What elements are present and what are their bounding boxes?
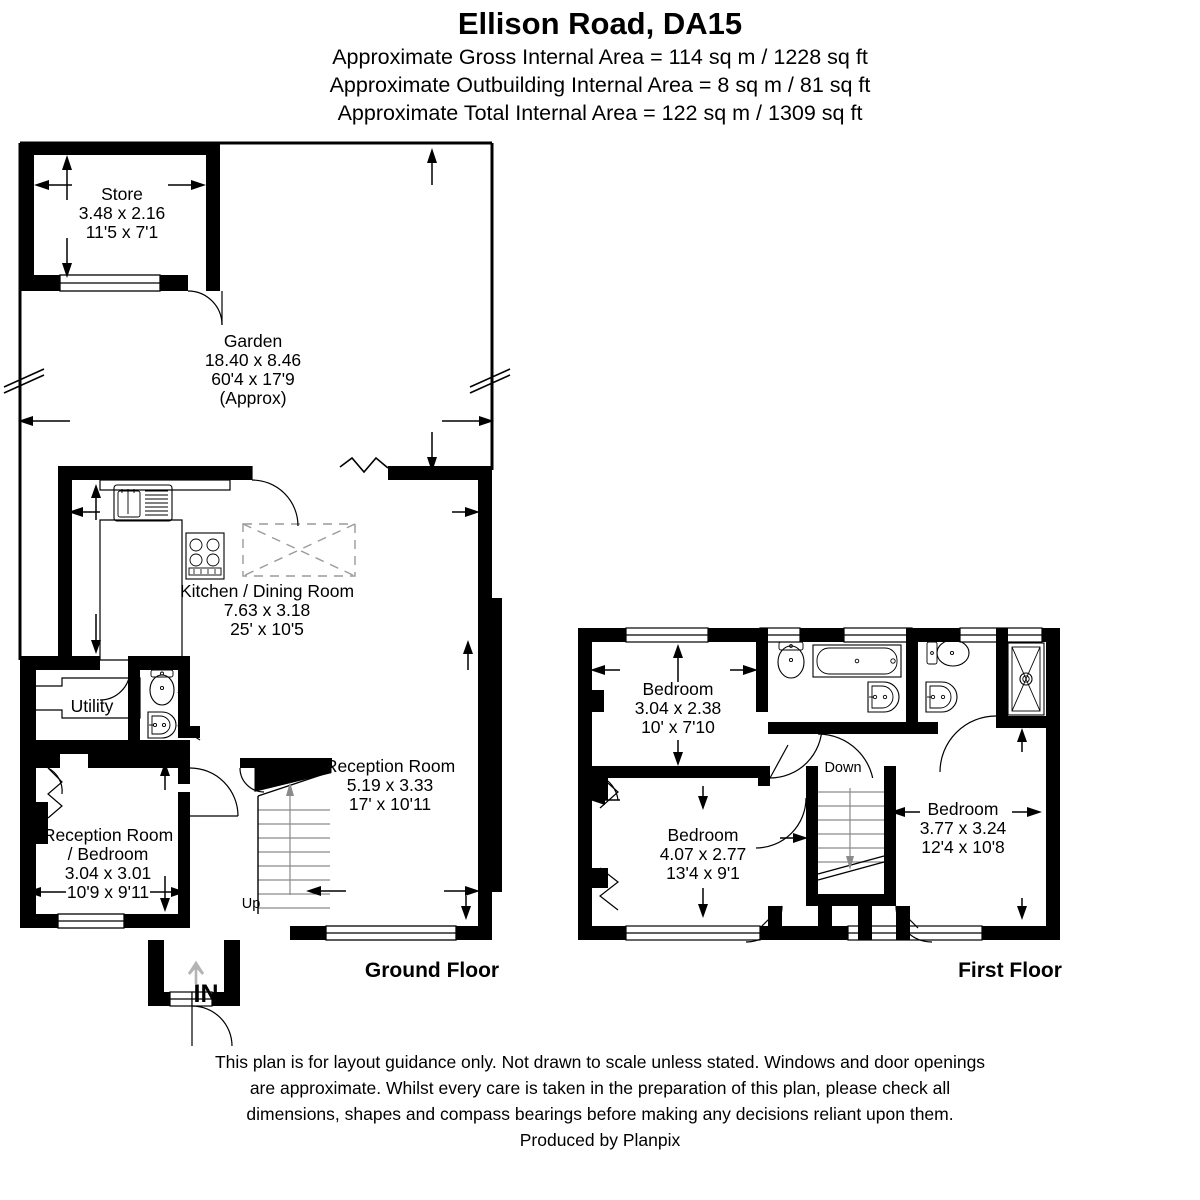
- page-title: Ellison Road, DA15: [457, 6, 743, 41]
- entrance-porch: IN: [148, 940, 240, 1047]
- bedroom3-dimension-arrows: [890, 807, 1042, 920]
- reception-label: Reception Room: [325, 756, 455, 776]
- store-label: Store: [101, 184, 143, 204]
- first-floor-window-top-1: [625, 627, 709, 643]
- kitchen-label: Kitchen / Dining Room: [180, 581, 354, 601]
- garden-label: Garden: [224, 331, 282, 351]
- ground-floor-stairs: Up: [239, 758, 332, 914]
- wc-toilet: [149, 669, 175, 706]
- first-floor-label: First Floor: [958, 959, 1062, 982]
- gross-internal-area-text: Approximate Gross Internal Area = 114 sq…: [332, 45, 868, 69]
- wall-break-zigzag-kitchen: [339, 456, 389, 474]
- bedroom2-imperial: 13'4 x 9'1: [666, 863, 740, 883]
- garden-metric: 18.40 x 8.46: [205, 350, 301, 370]
- first-floor-bedroom-1: Bedroom 3.04 x 2.38 10' x 7'10: [635, 679, 722, 737]
- garden-dimension-arrows: [18, 148, 494, 472]
- bedroom2-metric: 4.07 x 2.77: [660, 844, 747, 864]
- kitchen-dimension-arrows: [68, 484, 480, 670]
- bedroom3-label: Bedroom: [927, 799, 998, 819]
- disclaimer-line-2: are approximate. Whilst every care is ta…: [249, 1078, 951, 1098]
- entrance-in-label: IN: [194, 980, 219, 1008]
- reception-bedroom-label-2: / Bedroom: [68, 844, 149, 864]
- stairs-up-label: Up: [242, 896, 261, 912]
- reception-dimension-arrows: [306, 886, 480, 920]
- disclaimer-line-3: dimensions, shapes and compass bearings …: [246, 1104, 954, 1124]
- first-floor-window-bottom-1: [625, 925, 761, 941]
- reception-bedroom-window: [57, 913, 125, 929]
- bathroom1-toilet: [777, 641, 805, 679]
- utility-label: Utility: [71, 696, 114, 716]
- first-floor-landing-doors: [745, 715, 997, 943]
- break-mark-left: [3, 368, 45, 394]
- bedroom3-imperial: 12'4 x 10'8: [921, 837, 1005, 857]
- first-floor-internal-walls: [578, 628, 1048, 940]
- utility-wc-block: Utility: [20, 656, 201, 754]
- reception-bedroom-dimension-arrows: [26, 762, 186, 912]
- store-metric: 3.48 x 2.16: [79, 203, 166, 223]
- producer-credit: Produced by Planpix: [519, 1130, 681, 1150]
- bathroom1-bath: [812, 644, 902, 678]
- kitchen-sink: [113, 484, 173, 522]
- reception-bedroom-room: Reception Room / Bedroom 3.04 x 3.01 10'…: [20, 754, 190, 929]
- first-floor-shower: [1007, 642, 1045, 716]
- bedroom1-dimension-arrows: [590, 644, 758, 766]
- disclaimer-line-1: This plan is for layout guidance only. N…: [214, 1052, 986, 1072]
- kitchen-metric: 7.63 x 3.18: [224, 600, 311, 620]
- reception-window: [325, 925, 457, 941]
- reception-imperial: 17' x 10'11: [349, 794, 431, 814]
- bedroom1-metric: 3.04 x 2.38: [635, 698, 722, 718]
- wc-basin: [147, 711, 177, 739]
- store-room: [20, 143, 223, 326]
- dashed-furniture-outline: [242, 523, 356, 577]
- bedroom1-imperial: 10' x 7'10: [641, 717, 715, 737]
- garden-approx-note: (Approx): [219, 388, 286, 408]
- bedroom2-wardrobe-doors: [599, 775, 619, 911]
- porch-window-left: [169, 991, 193, 1007]
- reception-bedroom-label-1: Reception Room: [43, 825, 173, 845]
- total-area-text: Approximate Total Internal Area = 122 sq…: [337, 101, 863, 125]
- bedroom2-dimension-arrows: [590, 786, 808, 918]
- stairs-down-label: Down: [824, 760, 861, 776]
- entrance-direction-arrow: [187, 960, 205, 984]
- first-floor-bathroom-1: [777, 641, 902, 713]
- store-imperial: 11'5 x 7'1: [86, 222, 159, 242]
- store-dimension-arrows: [34, 155, 206, 278]
- kitchen-hob: [185, 532, 225, 580]
- bedroom1-label: Bedroom: [642, 679, 713, 699]
- bedroom2-label: Bedroom: [667, 825, 738, 845]
- bathroom1-basin: [867, 681, 900, 713]
- kitchen-imperial: 25' x 10'5: [230, 619, 304, 639]
- reception-bedroom-imperial: 10'9 x 9'11: [67, 882, 149, 902]
- outbuilding-area-text: Approximate Outbuilding Internal Area = …: [329, 73, 871, 97]
- reception-room: Reception Room 5.19 x 3.33 17' x 10'11: [325, 756, 455, 814]
- kitchen-dining-room: Kitchen / Dining Room 7.63 x 3.18 25' x …: [99, 466, 356, 661]
- porch-window-right: [191, 991, 213, 1007]
- bathroom2-toilet: [926, 639, 970, 667]
- first-floor-plan: Bedroom 3.04 x 2.38 10' x 7'10: [578, 627, 1062, 982]
- reception-metric: 5.19 x 3.33: [347, 775, 434, 795]
- first-floor-stairs: Down: [817, 760, 885, 894]
- store-window: [59, 274, 161, 292]
- first-floor-bedroom-2: Bedroom 4.07 x 2.77 13'4 x 9'1: [599, 775, 747, 911]
- first-floor-bathroom-2: [925, 639, 970, 713]
- first-floor-bedroom-3: Bedroom 3.77 x 3.24 12'4 x 10'8: [920, 799, 1007, 857]
- bedroom3-metric: 3.77 x 3.24: [920, 818, 1007, 838]
- ground-floor-label: Ground Floor: [365, 959, 499, 982]
- first-floor-window-top-3: [843, 627, 913, 643]
- garden-imperial: 60'4 x 17'9: [211, 369, 295, 389]
- ground-floor-walls: [58, 466, 502, 941]
- bathroom2-basin: [925, 681, 958, 713]
- reception-bedroom-metric: 3.04 x 3.01: [65, 863, 152, 883]
- chimney-breast-detail: [47, 767, 63, 819]
- break-mark-right: [469, 368, 511, 394]
- shower-dimension-arrow: [1017, 728, 1027, 752]
- ground-floor-plan: Store 3.48 x 2.16 11'5 x 7'1 Garden 18.4…: [3, 141, 511, 1047]
